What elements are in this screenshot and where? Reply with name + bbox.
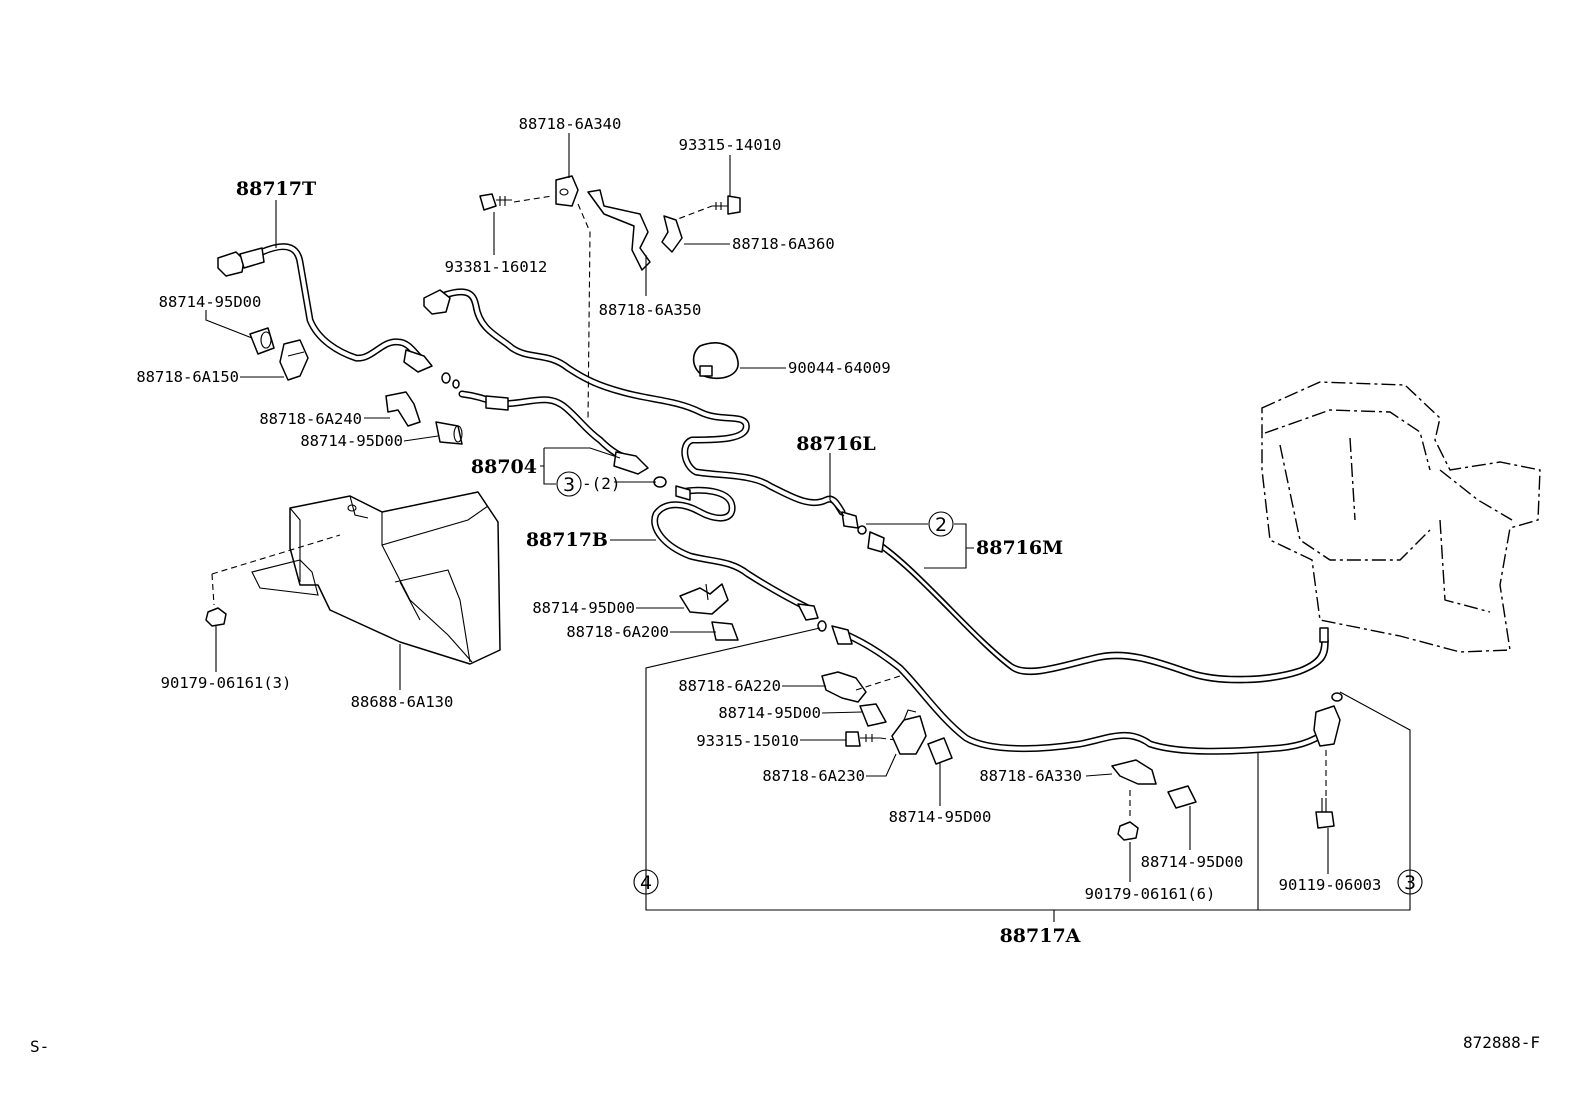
label-88717b: 88717B [526,529,608,551]
bracket-88718-6a350 [587,189,651,271]
label-88714-95d00-c: 88714-95D00 [532,599,635,617]
bolt-93315-14010 [712,195,741,215]
callout-4-text: 4 [640,872,652,894]
clamp-88718-6a230 [891,709,927,755]
label-88714-95d00-e: 88714-95D00 [889,808,992,826]
cushion-88714-95d00-e [927,737,953,765]
bolt-90119-06003 [1315,798,1335,829]
clamp-88718-6a360 [661,215,683,253]
label-90044-64009: 90044-64009 [788,359,891,377]
callout-3-left-text: 3 [563,474,575,496]
engine-outline [1261,381,1541,653]
label-88718-6a200: 88718-6A200 [566,623,669,641]
callout-3-left: 3 [556,471,582,497]
label-93381-16012: 93381-16012 [445,258,548,276]
cushion-88714-95d00-f [1167,785,1197,809]
label-93315-15010: 93315-15010 [696,732,799,750]
pipe-88717a [831,625,1343,755]
label-88714-95d00-a: 88714-95D00 [159,293,262,311]
footer-right-code: 872888-F [1463,1033,1540,1052]
clamp-88718-6a200 [679,583,729,615]
nut-90179-06161-3 [205,607,227,627]
pipe-88717b [651,485,827,632]
clamp-88718-6a330 [1111,759,1157,785]
cushion-88714-95d00-c [711,621,739,641]
pipe-88704 [423,288,846,516]
label-88718-6a220: 88718-6A220 [678,677,781,695]
label-88718-6a340: 88718-6A340 [519,115,622,133]
label-90179-06161-3: 90179-06161(3) [161,674,292,692]
label-paren-2: -(2) [582,474,621,493]
clip-90044-64009 [692,342,739,380]
bolt-93381-16012 [479,193,512,211]
clamp-88718-6a240 [385,391,421,427]
cushion-88714-95d00-b [435,421,463,445]
bolt-93315-15010 [845,731,880,747]
leader-lines [205,133,1411,922]
callout-3-right: 3 [1397,869,1423,895]
label-88717a: 88717A [1000,925,1081,947]
cushion-88714-95d00-a [249,327,275,355]
clamp-88718-6a150 [279,339,309,381]
callout-3-right-text: 3 [1404,872,1416,894]
label-88716l: 88716L [796,433,875,455]
nut-90179-06161-6 [1117,821,1139,841]
pipe-88717t [217,243,433,373]
label-88718-6a230: 88718-6A230 [762,767,865,785]
label-88718-6a360: 88718-6A360 [732,235,835,253]
label-88718-6a150: 88718-6A150 [136,368,239,386]
label-88717t: 88717T [236,178,316,200]
label-88714-95d00-d: 88714-95D00 [718,704,821,722]
cushion-88714-95d00-d [859,703,887,727]
bracket-88718-6a340 [555,175,579,207]
label-88718-6a330: 88718-6A330 [979,767,1082,785]
callout-4: 4 [633,869,659,895]
label-90119-06003: 90119-06003 [1279,876,1382,894]
label-88716m: 88716M [976,537,1063,559]
label-88714-95d00-f: 88714-95D00 [1141,853,1244,871]
label-88688-6a130: 88688-6A130 [351,693,454,711]
callout-2-text: 2 [935,514,947,536]
pipe-88716 [841,511,1329,684]
label-90179-06161-6: 90179-06161(6) [1085,885,1216,903]
label-88718-6a240: 88718-6A240 [259,410,362,428]
label-93315-14010: 93315-14010 [679,136,782,154]
clamp-88718-6a220 [821,671,867,703]
label-88714-95d00-b: 88714-95D00 [300,432,403,450]
callout-2: 2 [928,511,954,537]
footer-left-code: S- [30,1037,49,1056]
pipe-hose-88704 [441,372,649,475]
label-88718-6a350: 88718-6A350 [599,301,702,319]
label-88704: 88704 [471,456,537,478]
engine-under-cover [251,491,501,665]
